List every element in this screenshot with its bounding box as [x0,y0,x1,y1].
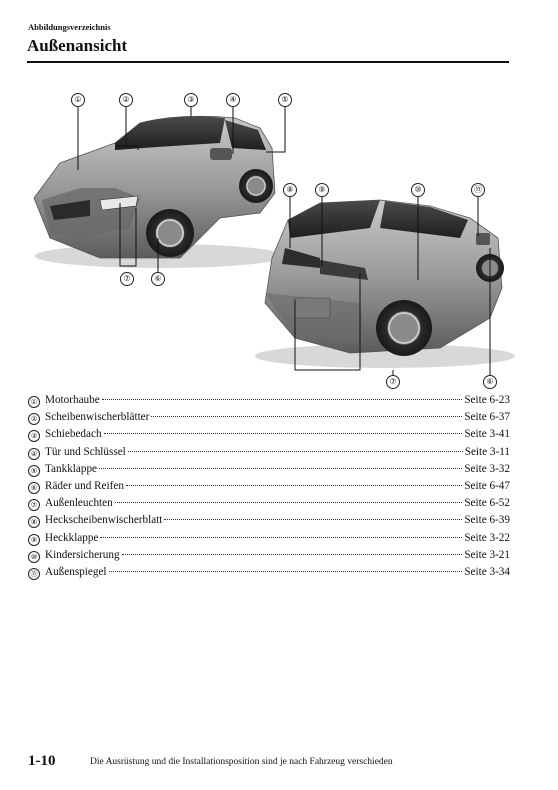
callout-10: ⑩ [411,183,425,197]
front-car [33,115,285,268]
page-reference: Seite 6-47 [464,479,510,492]
callout-8: ⑧ [283,183,297,197]
page-reference: Seite 3-41 [464,428,510,441]
page-title: Außenansicht [27,36,128,55]
item-number: ③ [28,430,40,443]
callout-6-front: ⑥ [151,272,165,286]
item-label: Heckklappe [45,531,99,544]
callout-2: ② [119,93,133,107]
list-item: ⑨ Heckklappe Seite 3-22 [28,532,510,549]
item-number: ② [28,413,40,426]
page-reference: Seite 3-22 [464,531,510,544]
item-label: Tür und Schlüssel [45,445,126,458]
dot-leader [99,467,463,469]
title-divider [27,61,509,63]
item-number: ⑦ [28,499,40,512]
page-reference: Seite 6-52 [464,497,510,510]
page-reference: Seite 3-11 [464,445,510,458]
item-label: Schiebedach [45,428,102,441]
list-item: ② Scheibenwischerblätter Seite 6-37 [28,411,510,428]
leader-lines [77,107,491,378]
dot-leader [151,416,463,418]
item-number: ⑩ [28,550,40,563]
vehicle-exterior-figure: ① ② ③ ④ ⑤ ⑦ ⑥ ⑧ ⑨ ⑩ ⑪ ⑦ ⑥ [20,88,530,393]
dot-leader [127,450,463,452]
list-item: ① Motorhaube Seite 6-23 [28,394,510,411]
callout-5: ⑤ [278,93,292,107]
item-number: ⑨ [28,533,40,546]
footer-note: Die Ausrüstung und die Installationsposi… [90,757,393,767]
item-number: ⑧ [28,516,40,529]
callout-3: ③ [184,93,198,107]
dot-leader [164,519,463,521]
list-item: ③ Schiebedach Seite 3-41 [28,428,510,445]
dot-leader [103,433,463,435]
page-reference: Seite 6-37 [464,411,510,424]
dot-leader [101,399,463,400]
dot-leader [100,536,463,538]
page-reference: Seite 6-23 [464,394,510,406]
callout-7-rear: ⑦ [386,375,400,389]
list-item: ⑪ Außenspiegel Seite 3-34 [28,566,510,583]
dot-leader [125,484,463,486]
callout-1: ① [71,93,85,107]
item-number: ⑤ [28,464,40,477]
list-item: ④ Tür und Schlüssel Seite 3-11 [28,446,510,463]
page-reference: Seite 3-21 [464,548,510,561]
list-item: ⑩ Kindersicherung Seite 3-21 [28,549,510,566]
item-number: ⑪ [28,567,40,580]
item-number: ① [28,396,40,408]
rear-car [255,199,515,368]
page-reference: Seite 3-34 [464,565,510,578]
item-label: Räder und Reifen [45,479,124,492]
exterior-parts-list: ① Motorhaube Seite 6-23 ② Scheibenwischerbl… [28,394,510,583]
callout-7-front: ⑦ [120,272,134,286]
section-label: Abbildungsverzeichnis [28,22,111,32]
list-item: ⑧ Heckscheibenwischerblatt Seite 6-39 [28,514,510,531]
item-label: Heckscheibenwischerblatt [45,514,163,527]
item-label: Tankklappe [45,462,98,475]
item-label: Scheibenwischerblätter [45,411,150,424]
page-reference: Seite 3-32 [464,462,510,475]
item-label: Motorhaube [45,394,100,406]
item-number: ⑥ [28,481,40,494]
callout-9: ⑨ [315,183,329,197]
dot-leader [121,553,463,555]
callout-4: ④ [226,93,240,107]
list-item: ⑦ Außenleuchten Seite 6-52 [28,497,510,514]
page-reference: Seite 6-39 [464,514,510,527]
callout-11: ⑪ [471,183,485,197]
item-label: Kindersicherung [45,548,120,561]
dot-leader [108,570,463,572]
vehicle-illustration [33,107,515,378]
item-label: Außenspiegel [45,565,107,578]
callout-6-rear: ⑥ [483,375,497,389]
list-item: ⑤ Tankklappe Seite 3-32 [28,463,510,480]
page-number: 1-10 [28,753,56,769]
item-label: Außenleuchten [45,497,113,510]
list-item: ⑥ Räder und Reifen Seite 6-47 [28,480,510,497]
item-number: ④ [28,447,40,460]
dot-leader [114,502,463,504]
